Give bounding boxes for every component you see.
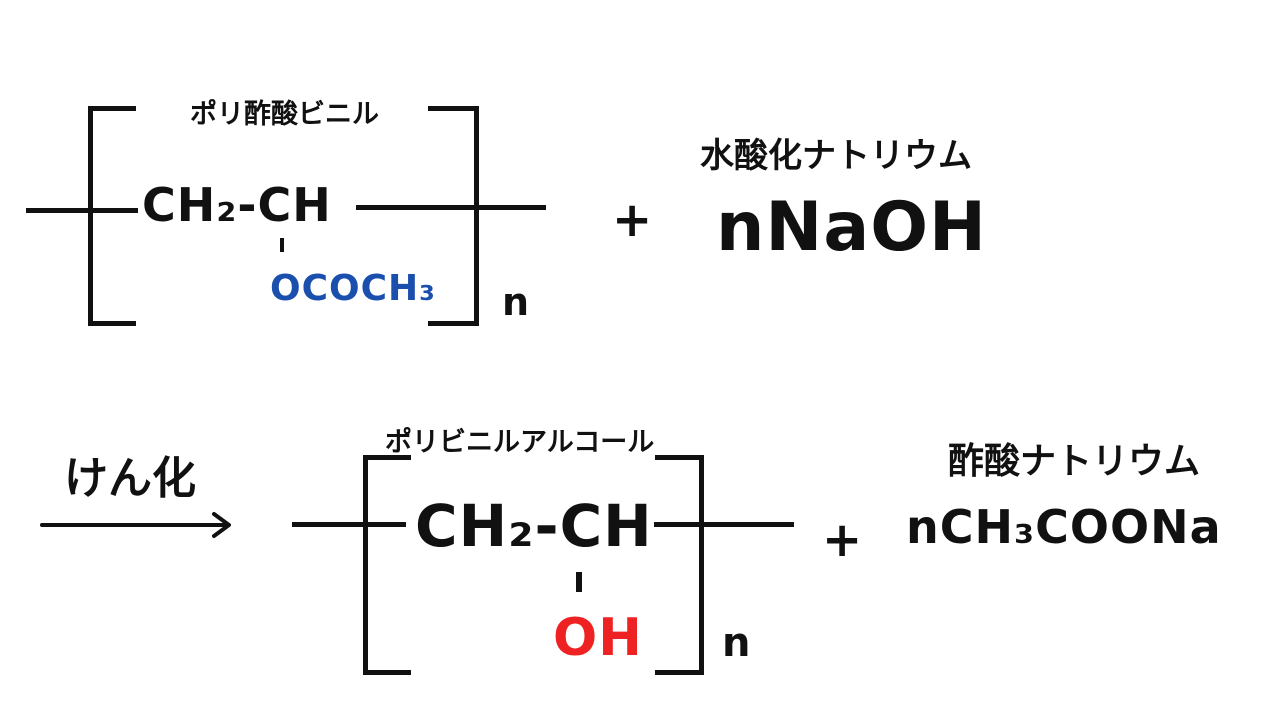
left-bracket-vertical <box>88 106 93 326</box>
product-repeat-n: n <box>722 620 752 666</box>
reactant-repeat-n: n <box>502 280 531 324</box>
plus-sign-2: + <box>822 512 864 568</box>
right-bracket-top <box>428 106 479 111</box>
arrow-label: けん化 <box>64 453 196 504</box>
byproduct-formula: nCH₃COONa <box>906 500 1222 554</box>
left-bracket-vertical <box>363 455 368 675</box>
reaction-arrow-icon <box>40 512 231 538</box>
backbone-bond-left <box>292 522 406 527</box>
backbone-bond-right <box>654 522 794 527</box>
backbone-bond-left <box>26 208 138 213</box>
reactant-name: ポリ酢酸ビニル <box>190 99 379 130</box>
right-bracket-vertical <box>699 455 704 675</box>
right-bracket-bottom <box>655 670 704 675</box>
reagent-formula: nNaOH <box>716 188 987 267</box>
product-substituent: OH <box>553 608 643 668</box>
left-bracket-top <box>88 106 136 111</box>
reactant-substituent: OCOCH₃ <box>270 268 436 309</box>
product-name: ポリビニルアルコール <box>385 427 655 458</box>
product-chain: CH₂-CH <box>415 492 653 560</box>
right-bracket-bottom <box>428 321 479 326</box>
left-bracket-top <box>363 455 411 460</box>
plus-sign-1: + <box>612 192 654 248</box>
side-chain-bond <box>280 238 284 252</box>
left-bracket-bottom <box>88 321 136 326</box>
reactant-chain: CH₂-CH <box>142 178 332 232</box>
right-bracket-top <box>655 455 704 460</box>
backbone-bond-right <box>356 205 546 210</box>
left-bracket-bottom <box>363 670 411 675</box>
reagent-name: 水酸化ナトリウム <box>700 136 972 176</box>
right-bracket-vertical <box>474 106 479 326</box>
byproduct-name: 酢酸ナトリウム <box>948 441 1201 482</box>
side-chain-bond <box>576 572 582 592</box>
